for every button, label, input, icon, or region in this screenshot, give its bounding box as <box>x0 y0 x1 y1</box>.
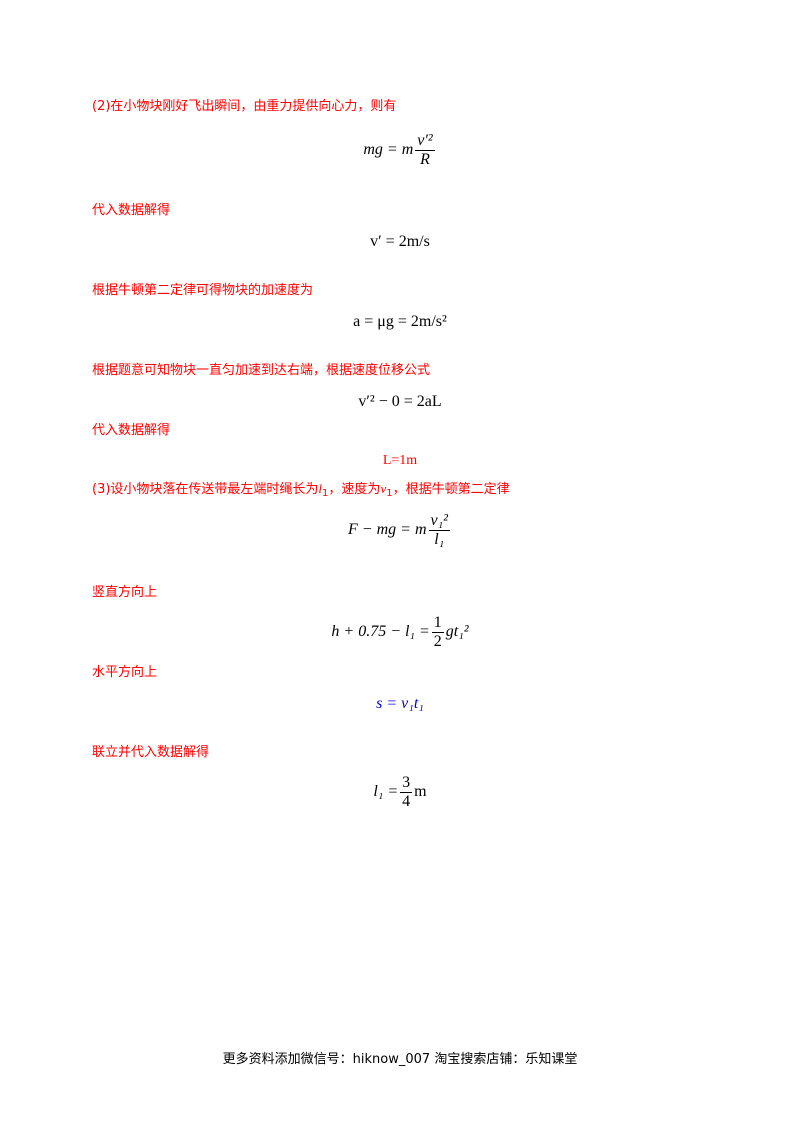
eq1-numerator: v′² <box>417 132 433 149</box>
eq9-left: l₁ = <box>373 783 399 801</box>
eq7-denominator: 2 <box>431 632 444 650</box>
text-line-6-d: ，速度为 <box>328 482 381 497</box>
eq6-denominator: l₁ <box>428 530 450 549</box>
text-line-4: 根据题意可知物块一直匀加速到达右端，根据速度位移公式 <box>92 363 431 378</box>
text-line-6-v-sub: 1 <box>386 488 393 499</box>
eq7-right: gt₁² <box>445 623 469 641</box>
eq6-numerator: v₁² <box>430 512 448 529</box>
eq1-left: mg = m <box>363 141 414 159</box>
equation-length-result: L=1m <box>382 453 418 468</box>
text-line-1: (2)在小物块刚好飞出瞬间，由重力提供向心力，则有 <box>92 99 397 114</box>
text-line-3: 根据牛顿第二定律可得物块的加速度为 <box>92 283 314 298</box>
text-line-8: 水平方向上 <box>92 665 158 680</box>
page-footer: 更多资料添加微信号：hiknow_007 淘宝搜索店铺：乐知课堂 <box>222 1052 578 1067</box>
equation-acceleration: a = μg = 2m/s² <box>353 313 447 330</box>
text-line-2: 代入数据解得 <box>92 203 171 218</box>
text-line-9: 联立并代入数据解得 <box>92 745 210 760</box>
eq7-numerator: 1 <box>433 614 442 631</box>
text-line-6-l-sub: 1 <box>322 488 329 499</box>
text-line-6-a: (3)设小物块落在传送带最左端时绳长为 <box>92 482 319 497</box>
text-line-7: 竖直方向上 <box>92 585 158 600</box>
eq9-right: m <box>414 783 427 801</box>
text-line-6-v: v <box>380 481 387 496</box>
eq6-left: F − mg = m <box>348 521 427 539</box>
equation-velocity: v′ = 2m/s <box>370 233 430 250</box>
text-line-6-l: l <box>318 481 323 496</box>
eq1-denominator: R <box>415 150 435 169</box>
text-line-6: (3)设小物块落在传送带最左端时绳长为l1，速度为v1，根据牛顿第二定律 <box>92 480 510 499</box>
equation-kinematics: v′² − 0 = 2aL <box>358 393 442 410</box>
text-line-6-g: ，根据牛顿第二定律 <box>392 482 510 497</box>
eq9-denominator: 4 <box>400 792 413 810</box>
eq9-numerator: 3 <box>402 774 411 791</box>
eq7-left: h + 0.75 − l₁ = <box>331 623 430 641</box>
equation-horizontal: s = v₁t₁ <box>376 695 424 712</box>
text-line-5: 代入数据解得 <box>92 423 171 438</box>
